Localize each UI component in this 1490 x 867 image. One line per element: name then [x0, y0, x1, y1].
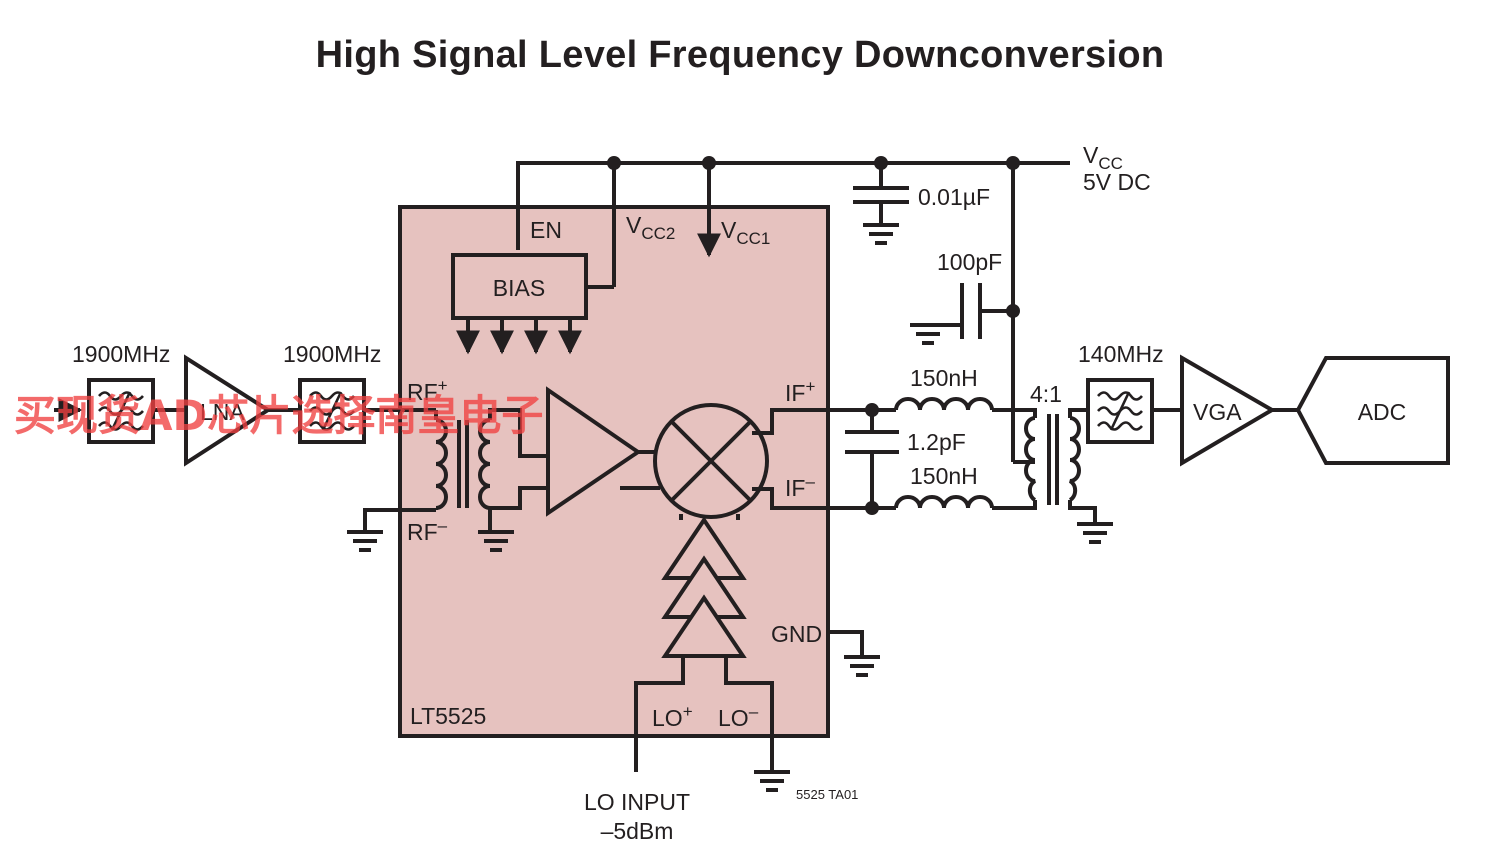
vga-label: VGA: [1193, 399, 1242, 425]
pin-if-plus-label: IF+: [785, 377, 815, 406]
adc-block: [1295, 356, 1450, 465]
figure-reference: 5525 TA01: [796, 787, 858, 802]
page-title: High Signal Level Frequency Downconversi…: [315, 34, 1165, 76]
ground-icon: [345, 530, 385, 552]
pin-en-label: EN: [530, 217, 562, 243]
ground-icon: [861, 223, 901, 245]
pin-lo-minus-label: LO–: [718, 702, 759, 731]
rf-input-wires: [54, 398, 436, 530]
lna-amplifier: [184, 354, 272, 467]
watermark-text: 买现货AD芯片选择南皇电子: [14, 391, 543, 440]
pin-if-minus-label: IF–: [785, 472, 815, 501]
filter-1-label: 1900MHz: [72, 341, 170, 367]
pin-vcc2-label: VCC2: [626, 212, 675, 243]
bias-block: [451, 253, 588, 320]
pin-rf-plus-label: RF+: [407, 376, 448, 405]
if-output-wires: [752, 408, 899, 510]
internal-rf-amplifier: [546, 386, 642, 517]
adc-label: ADC: [1358, 399, 1407, 425]
lo-power-label: –5dBm: [601, 818, 674, 844]
supply-voltage-label: 5V DC: [1083, 169, 1151, 195]
lo-input-label: LO INPUT: [584, 789, 690, 815]
pin-lo-plus-label: LO+: [652, 702, 693, 731]
inductor-bottom-label: 150nH: [910, 463, 978, 489]
lna-label: LNA: [200, 399, 245, 425]
cap-1p2pf-label: 1.2pF: [907, 429, 966, 455]
cap-100pf-label: 100pF: [937, 249, 1002, 275]
ground-icon: [908, 323, 948, 345]
gnd-pin-wire: [828, 630, 864, 655]
transformer-ratio-label: 4:1: [1030, 381, 1062, 407]
bias-output-arrows: [456, 318, 582, 355]
ground-icon: [1075, 522, 1115, 544]
lo-input-wires: [634, 656, 774, 772]
filter-3-label: 140MHz: [1078, 341, 1164, 367]
chip-name: LT5525: [410, 703, 486, 729]
if-filter-icon: [1086, 378, 1154, 444]
vcc-supply-label: VCC: [1083, 142, 1123, 173]
inductors: [894, 397, 1037, 510]
bypass-cap-label: 0.01µF: [918, 184, 990, 210]
pin-vcc1-label: VCC1: [721, 217, 770, 248]
rf-transformer: [434, 408, 548, 530]
bypass-capacitor: [853, 163, 909, 225]
inductor-top-label: 150nH: [910, 365, 978, 391]
pin-rf-minus-label: RF–: [407, 516, 448, 545]
if-junction-dots: [865, 403, 879, 515]
vga-amplifier: [1180, 354, 1276, 467]
pin-gnd-label: GND: [771, 621, 822, 647]
filter-2-label: 1900MHz: [283, 341, 381, 367]
junction-dot: [1006, 304, 1020, 318]
mixer-icon: [653, 403, 769, 519]
bias-label: BIAS: [493, 275, 545, 301]
ground-icon: [752, 770, 792, 792]
lo-buffer-chain: [661, 514, 747, 658]
if-transformer: [1013, 408, 1097, 522]
ground-icon: [842, 655, 882, 677]
